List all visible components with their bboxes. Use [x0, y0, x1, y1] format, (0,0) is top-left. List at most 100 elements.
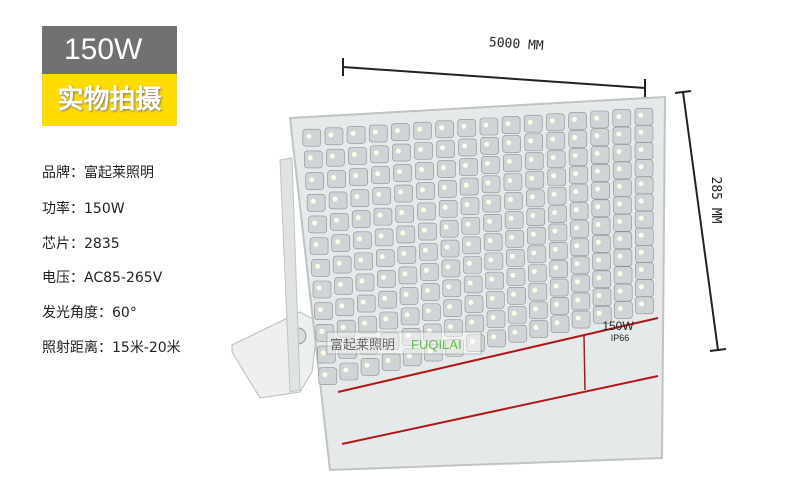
led-lens: [592, 252, 611, 271]
led-chip: [595, 204, 601, 210]
led-chip: [595, 222, 601, 228]
led-lens: [484, 252, 504, 271]
led-chip: [638, 301, 644, 307]
led-chip: [406, 353, 412, 359]
led-chip: [382, 295, 388, 301]
led-chip: [638, 181, 644, 187]
led-lens: [439, 219, 459, 238]
led-lens: [464, 295, 484, 313]
led-chip: [489, 276, 495, 282]
led-lens: [413, 121, 432, 140]
led-lens: [391, 123, 410, 141]
led-chip: [638, 267, 644, 273]
led-chip: [446, 284, 452, 290]
led-lens: [302, 128, 322, 147]
led-lens: [546, 131, 566, 150]
watermark-box: [326, 331, 482, 355]
led-chip: [425, 308, 431, 314]
led-chip: [469, 319, 475, 325]
led-lens: [414, 142, 433, 160]
photo-caption-badge: 实物拍摄: [42, 74, 177, 126]
width-label: 5000 MM: [488, 35, 544, 54]
led-chip: [405, 332, 411, 338]
led-chip: [596, 257, 602, 263]
led-lens: [436, 140, 455, 158]
led-chip: [372, 129, 378, 135]
led-lens: [590, 128, 610, 147]
led-chip: [575, 315, 581, 321]
led-lens: [612, 161, 632, 180]
led-lens: [569, 184, 589, 202]
led-chip: [350, 130, 356, 136]
led-lens: [613, 179, 632, 197]
led-chip: [306, 133, 312, 139]
led-lens: [526, 208, 546, 226]
led-chip: [529, 194, 535, 200]
led-chip: [487, 238, 493, 244]
led-lens: [465, 314, 485, 333]
led-lens: [440, 239, 460, 258]
led-lens: [378, 290, 397, 309]
led-lens: [379, 311, 399, 330]
led-chip: [398, 189, 404, 195]
led-lens: [591, 234, 611, 253]
led-chip: [510, 272, 516, 278]
led-chip: [484, 141, 490, 147]
led-lens: [548, 205, 567, 223]
led-lens: [591, 199, 611, 218]
led-chip: [552, 228, 558, 234]
led-lens: [506, 249, 525, 267]
led-lens: [331, 234, 351, 253]
led-chip: [508, 196, 514, 202]
led-chip: [351, 151, 357, 157]
led-chip: [594, 133, 600, 139]
led-lens: [400, 307, 420, 326]
led-lens: [374, 228, 394, 247]
led-lens: [466, 334, 485, 352]
led-chip: [420, 207, 426, 213]
led-lens: [634, 193, 654, 212]
led-chip: [484, 161, 490, 167]
height-label: 285 MM: [708, 177, 723, 224]
led-lens: [314, 302, 333, 320]
led-chip: [384, 337, 390, 343]
led-chip: [462, 143, 468, 149]
led-lens: [421, 283, 440, 301]
led-lens: [354, 252, 373, 271]
led-chip: [572, 134, 578, 140]
led-chip: [553, 283, 559, 289]
led-lens: [483, 233, 503, 251]
led-lens: [398, 266, 418, 285]
led-chip: [309, 177, 315, 183]
led-lens: [613, 231, 633, 250]
led-lens: [590, 146, 610, 164]
led-lens: [591, 181, 610, 200]
led-chip: [528, 138, 534, 144]
led-lens: [437, 160, 456, 178]
led-chip: [463, 182, 469, 188]
led-chip: [550, 136, 556, 142]
led-chip: [530, 231, 536, 237]
led-lens: [317, 345, 336, 364]
led-lens: [613, 196, 632, 215]
led-chip: [359, 278, 365, 284]
led-lens: [524, 152, 544, 170]
led-lens: [445, 339, 464, 357]
led-lens: [457, 119, 477, 137]
led-chip: [638, 164, 644, 170]
led-chip: [507, 177, 513, 183]
led-chip: [594, 151, 600, 157]
led-lens: [525, 189, 545, 208]
led-lens: [422, 303, 441, 322]
led-chip: [594, 168, 600, 174]
led-lens: [507, 286, 526, 305]
led-chip: [595, 186, 601, 192]
led-chip: [530, 213, 536, 219]
led-lens: [592, 288, 612, 306]
led-chip: [466, 260, 472, 266]
led-chip: [638, 129, 644, 135]
led-chip: [462, 163, 468, 169]
led-chip: [395, 148, 401, 154]
